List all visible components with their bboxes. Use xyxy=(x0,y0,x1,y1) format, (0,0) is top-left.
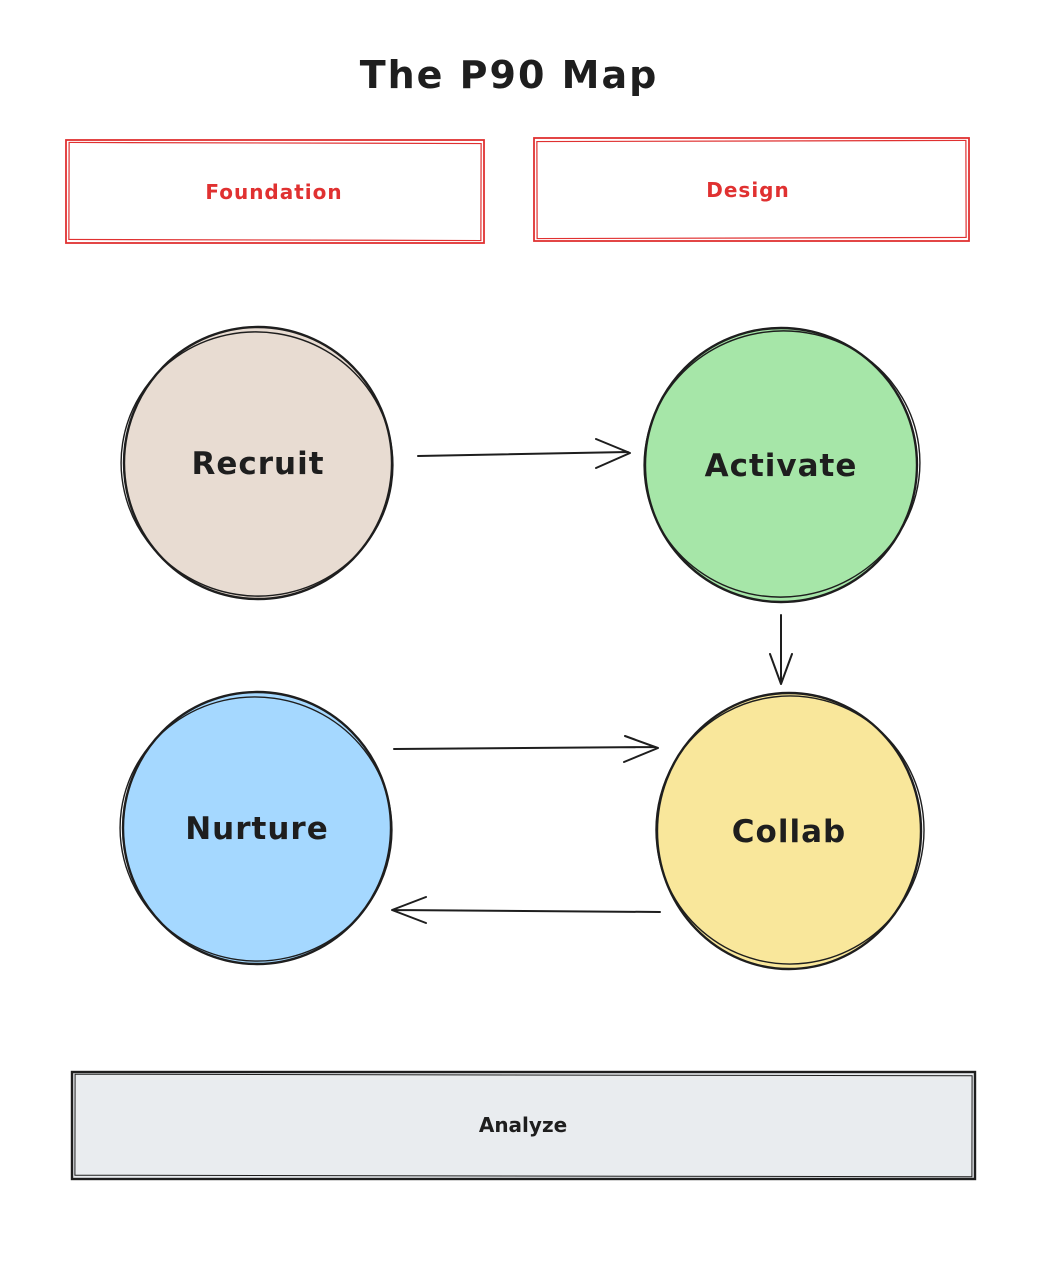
design-box-border-sketch xyxy=(536,139,967,240)
arrow-activate-to-collab xyxy=(769,614,793,685)
collab-circle xyxy=(655,691,923,971)
analyze-box-sketch xyxy=(74,1073,973,1178)
node-activate: Activate xyxy=(643,326,921,604)
activate-label: Activate xyxy=(705,448,858,484)
node-recruit: Recruit xyxy=(120,325,394,601)
nurture-label: Nurture xyxy=(185,811,329,847)
phase-box-design: Design xyxy=(533,137,970,242)
foundation-box-border xyxy=(65,139,485,244)
foundation-label: Foundation xyxy=(205,180,342,204)
arrow-collab-to-nurture xyxy=(391,896,661,924)
page-title: The P90 Map xyxy=(360,53,659,97)
nurture-circle-sketch xyxy=(119,696,393,962)
node-collab: Collab xyxy=(655,691,925,971)
arrow-recruit-to-activate xyxy=(417,438,631,469)
node-nurture: Nurture xyxy=(119,690,393,966)
activate-circle-sketch xyxy=(643,330,921,598)
design-label: Design xyxy=(706,178,789,202)
collab-label: Collab xyxy=(732,814,846,850)
arrow-nurture-to-collab xyxy=(393,735,659,763)
design-box-border xyxy=(533,137,970,242)
foundation-box-border-sketch xyxy=(68,141,482,242)
recruit-label: Recruit xyxy=(191,446,324,482)
footer-box-analyze: Analyze xyxy=(70,1070,977,1181)
analyze-label: Analyze xyxy=(479,1113,567,1137)
phase-box-foundation: Foundation xyxy=(65,139,485,244)
nurture-circle xyxy=(121,690,393,966)
analyze-box xyxy=(70,1070,977,1181)
recruit-circle xyxy=(122,325,394,601)
recruit-circle-sketch xyxy=(120,331,394,597)
collab-circle-sketch xyxy=(655,695,925,965)
activate-circle xyxy=(643,326,919,604)
